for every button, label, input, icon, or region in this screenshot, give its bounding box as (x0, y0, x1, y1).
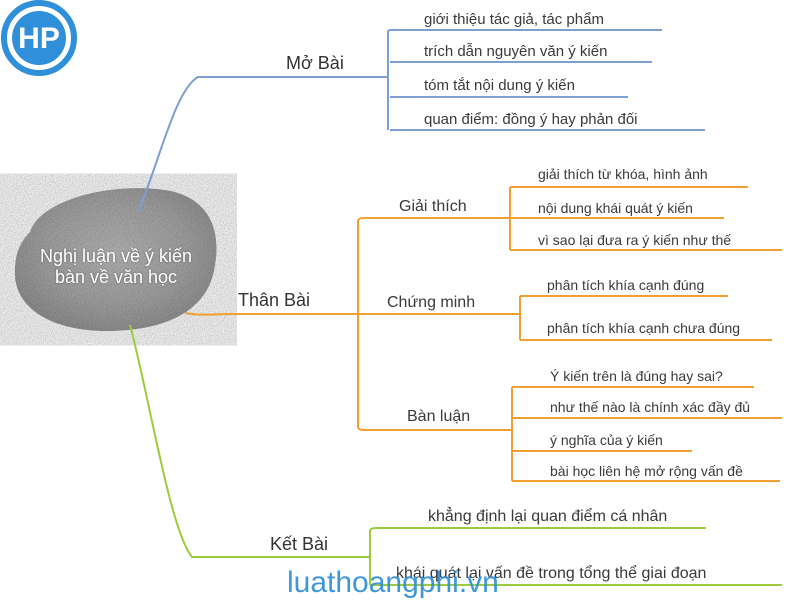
intro-item: trích dẫn nguyên văn ý kiến (424, 43, 608, 60)
central-topic-shape (14, 188, 217, 332)
branch-conclusion-label: Kết Bài (270, 534, 329, 554)
prove-item: phân tích khía cạnh đúng (547, 277, 705, 293)
discuss-item: bài học liên hệ mở rộng vấn đề (550, 463, 743, 479)
central-topic-line2: bàn về văn học (54, 267, 178, 287)
conclusion-item: khẳng định lại quan điểm cá nhân (428, 508, 668, 525)
intro-branch (137, 29, 705, 213)
explain-item: vì sao lại đưa ra ý kiến như thế (538, 232, 732, 248)
discuss-item: ý nghĩa của ý kiến (550, 432, 663, 448)
branch-body-label: Thân Bài (238, 290, 311, 310)
central-topic: Nghị luận về ý kiến bàn về văn học (16, 246, 216, 288)
hp-logo: HP (1, 0, 77, 76)
conclusion-item: khái quát lại vấn đề trong tổng thể giai… (396, 565, 707, 582)
explain-item: nội dung khái quát ý kiến (538, 200, 693, 216)
prove-item: phân tích khía cạnh chưa đúng (547, 320, 741, 336)
explain-item: giải thích từ khóa, hình ảnh (538, 166, 708, 182)
discuss-item: như thế nào là chính xác đầy đủ (550, 399, 751, 415)
sub-prove-label: Chứng minh (387, 294, 476, 311)
sub-discuss-label: Bàn luận (407, 408, 471, 425)
logo-text: HP (18, 22, 60, 55)
intro-item: giới thiệu tác giả, tác phẩm (424, 11, 604, 28)
conclusion-branch (129, 324, 782, 586)
watermark: luathoangphi.vn (287, 566, 499, 599)
central-topic-line1: Nghị luận về ý kiến (39, 246, 193, 266)
sub-explain-label: Giải thích (399, 198, 467, 215)
intro-item: quan điểm: đồng ý hay phản đối (424, 111, 638, 128)
body-branch (184, 186, 782, 482)
intro-item: tóm tắt nội dung ý kiến (424, 77, 575, 94)
branch-intro-label: Mở Bài (286, 53, 344, 73)
discuss-item: Ý kiến trên là đúng hay sai? (550, 368, 723, 384)
